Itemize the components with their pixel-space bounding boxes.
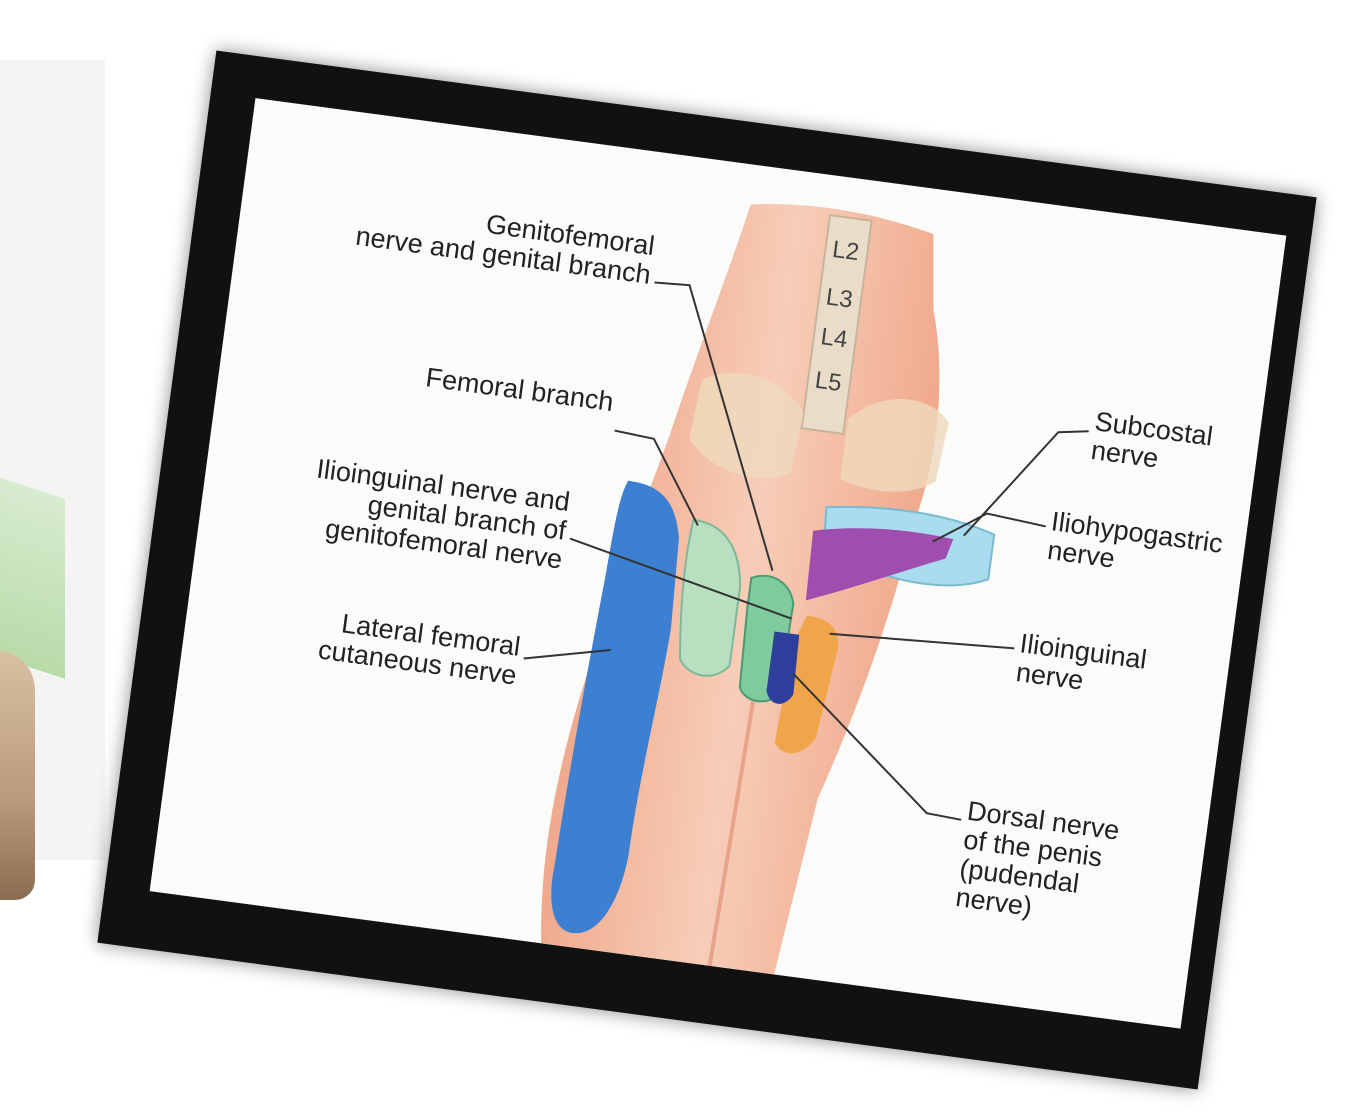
vertebra-label: L3 (824, 283, 854, 314)
vertebra-label: L5 (813, 367, 843, 398)
vertebra-label: L2 (831, 236, 861, 267)
label-dorsal-nerve: Dorsal nerve of the penis (pudendal nerv… (954, 797, 1121, 932)
background-slide (0, 60, 105, 860)
background-green-region (0, 471, 65, 679)
background-skin-region (0, 650, 35, 900)
dermatome-diagram: L2 L3 L4 L5 Genitofemoral nerve and geni… (150, 98, 1287, 1029)
vertebra-label: L4 (819, 323, 849, 354)
photo-frame: L2 L3 L4 L5 Genitofemoral nerve and geni… (97, 51, 1316, 1090)
